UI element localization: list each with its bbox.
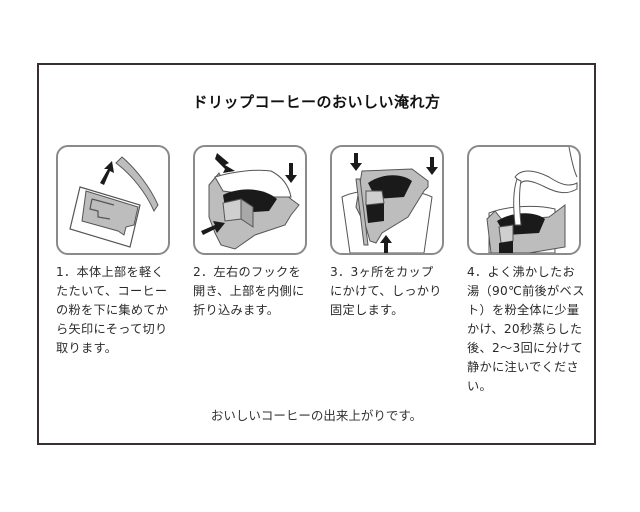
step-1-text: 1．本体上部を軽く たたいて、コーヒー の粉を下に集めてか ら矢印にそって切り … xyxy=(56,265,169,355)
step-3-illustration xyxy=(330,145,444,255)
pour-water-icon xyxy=(486,147,578,253)
step-1: 1．本体上部を軽く たたいて、コーヒー の粉を下に集めてか ら矢印にそって切り … xyxy=(56,145,174,358)
step-2-illustration xyxy=(193,145,307,255)
hang-on-cup-icon xyxy=(341,153,438,253)
step-3-text: 3．3ヶ所をカップ にかけて、しっかり 固定します。 xyxy=(330,265,442,317)
step-3: 3．3ヶ所をカップ にかけて、しっかり 固定します。 xyxy=(330,145,448,320)
footer-text: おいしいコーヒーの出来上がりです。 xyxy=(210,408,423,423)
step-2: 2．左右のフックを 開き、上部を内側に 折り込みます。 xyxy=(193,145,311,320)
step-1-illustration xyxy=(56,145,170,255)
tear-packet-icon xyxy=(69,156,159,248)
step-4-text: 4．よく沸かしたお 湯（90℃前後がベス ト）を粉全体に少量 かけ、20秒蒸らし… xyxy=(467,265,585,393)
step-2-text: 2．左右のフックを 開き、上部を内側に 折り込みます。 xyxy=(193,265,305,317)
step-4-illustration xyxy=(467,145,581,255)
fold-filter-icon xyxy=(201,153,300,250)
instruction-frame: ドリップコーヒーのおいしい淹れ方 1．本体上部を軽く たたいて、コーヒー の粉を… xyxy=(37,63,596,445)
document-title: ドリップコーヒーのおいしい淹れ方 xyxy=(192,93,441,111)
step-4: 4．よく沸かしたお 湯（90℃前後がベス ト）を粉全体に少量 かけ、20秒蒸らし… xyxy=(467,145,585,396)
